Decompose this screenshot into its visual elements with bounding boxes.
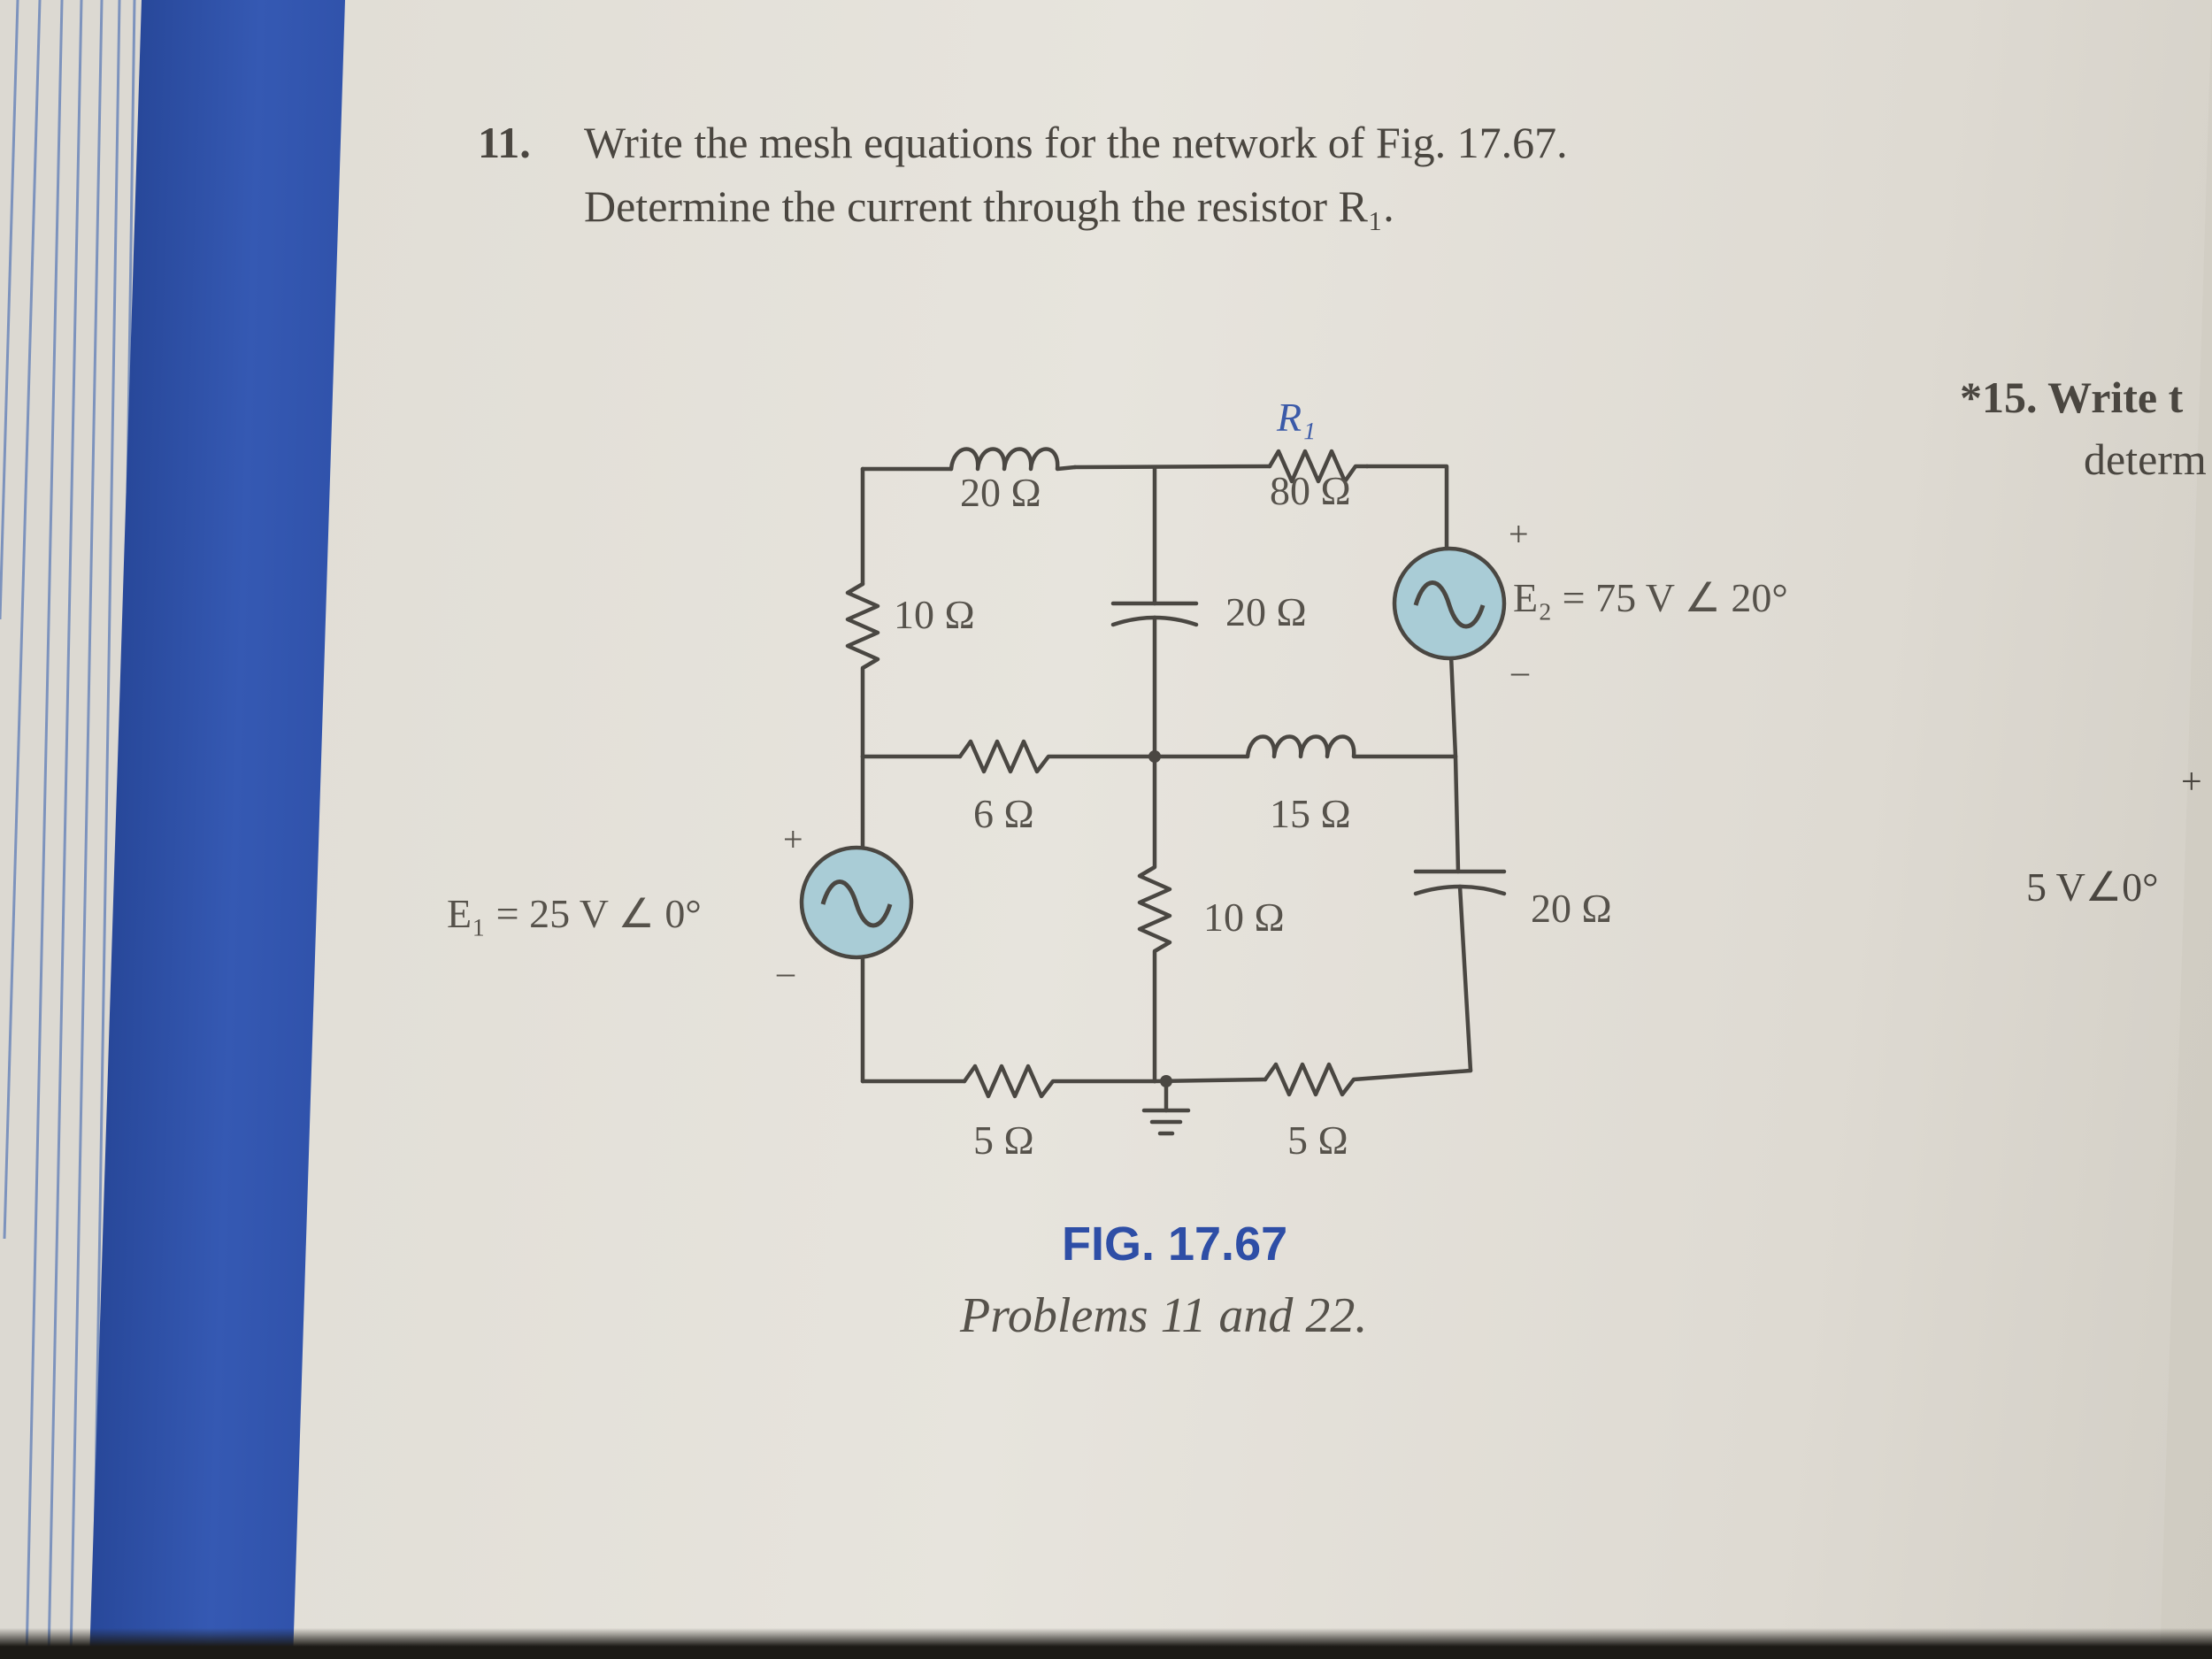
resistor-bottom-left-5 [962,1064,1157,1099]
r1-name-label: R₁ [1277,395,1317,440]
mid-inductor-value: 15 Ω [1270,791,1351,836]
e2-plus-sign: + [1509,514,1529,554]
resistor-mid-6 [957,739,1157,774]
side-source-label: 5 V∠0° [2026,864,2159,910]
side-plus-sign: + [2181,762,2202,803]
top-left-inductor-value: 20 Ω [960,470,1041,515]
wire-e2-bottom [1448,652,1458,759]
wire-right-lower [1453,754,1461,874]
resistor-left-10 [845,581,880,759]
mid-resistor-value: 6 Ω [973,791,1034,836]
junction-dot-center [1148,750,1161,763]
resistor-center-10 [1137,754,1172,1084]
ac-source-e2 [1392,546,1507,661]
side-problem-line-2: determ [2084,434,2207,484]
r1-value: 80 Ω [1270,468,1351,513]
wire-right-bottom [1457,884,1473,1073]
problem-number: 11. [478,118,531,167]
left-resistor-value: 10 Ω [894,592,975,637]
e1-minus-sign: – [777,952,795,992]
e2-minus-sign: – [1511,651,1529,691]
side-problem-heading: *15. Write t [1960,373,2184,422]
wire-bottom-center [1152,1077,1268,1084]
figure-caption: Problems 11 and 22. [960,1288,1368,1343]
wire-top-segment-2 [1072,464,1272,470]
e2-source-label: E₂ = 75 V ∠ 20° [1513,575,1788,620]
e1-plus-sign: + [783,819,803,859]
figure-title: FIG. 17.67 [1062,1217,1288,1271]
center-resistor-value: 10 Ω [1203,895,1285,940]
bottom-left-resistor-value: 5 Ω [973,1118,1034,1163]
bottom-right-resistor-value: 5 Ω [1287,1118,1348,1163]
e1-source-label: E₁ = 25 V ∠ 0° [447,891,702,936]
junction-dot-bottom [1160,1075,1172,1087]
wire-top-segment-3 [1364,464,1449,582]
problem-statement: Write the mesh equations for the network… [584,111,1911,238]
resistor-r1 [1267,449,1370,484]
resistor-bottom-right-5 [1263,1062,1473,1097]
ac-source-e1 [799,845,914,960]
problem-line-2: Determine the current through the resist… [584,181,1394,231]
inductor-mid-15 [1245,734,1458,759]
inductor-top-left [949,447,1078,472]
problem-line-1: Write the mesh equations for the network… [584,118,1568,167]
center-capacitor-value: 20 Ω [1225,589,1307,634]
right-capacitor-value: 20 Ω [1531,886,1612,931]
photo-bottom-shadow [0,1628,2212,1659]
